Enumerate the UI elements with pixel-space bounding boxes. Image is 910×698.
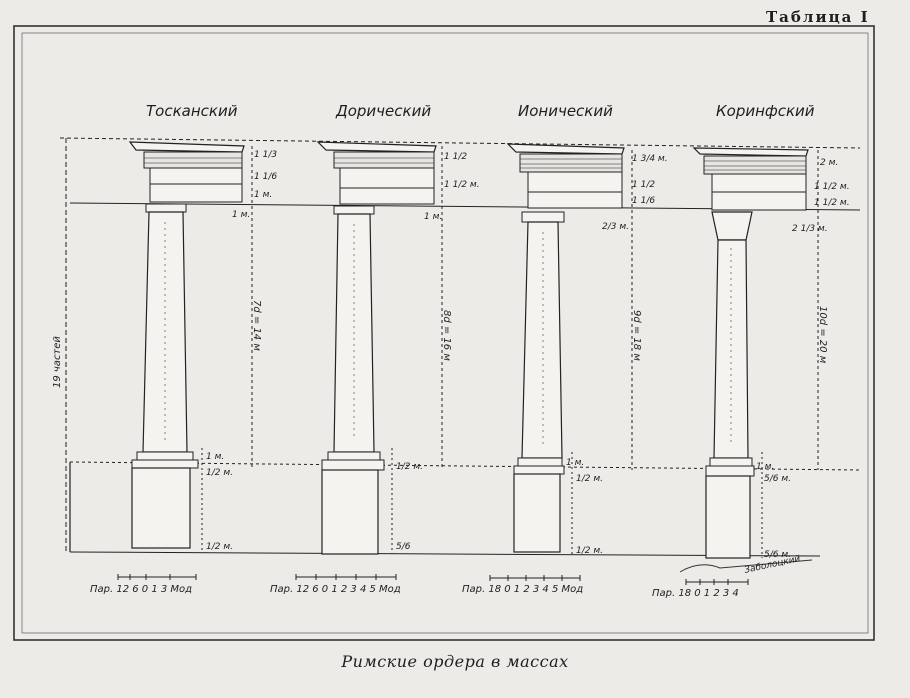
dim-label: 5/6 м. <box>764 474 791 484</box>
scale-label-corinthian: Пар. 18 0 1 2 3 4 <box>652 588 739 599</box>
dim-label: 1 1/3 <box>254 150 278 160</box>
scale-label-doric: Пар. 12 6 0 1 2 3 4 5 Мод <box>270 584 401 595</box>
dim-label: 1/2 м. <box>576 474 603 484</box>
dim-label: 2/3 м. <box>602 222 629 232</box>
shaft-height-tuscan: 7d = 14 м <box>251 300 262 351</box>
dim-label: 1 м. <box>424 212 443 222</box>
total-height-label: 19 частей <box>52 336 63 388</box>
inner-frame <box>21 32 869 634</box>
order-title-corinthian: Коринфский <box>716 102 815 120</box>
scale-bars <box>117 574 749 585</box>
shaft-height-doric: 8d = 16 м <box>441 310 452 361</box>
dim-label: 1 1/6 <box>254 172 278 182</box>
order-title-doric: Дорический <box>336 102 432 120</box>
dim-label: 5/6 <box>396 542 411 552</box>
dim-label: 1 1/2 м. <box>814 198 850 208</box>
ionic-column <box>506 143 633 556</box>
dim-label: 1/2 м. <box>206 468 233 478</box>
scale-label-tuscan: Пар. 12 6 0 1 3 Мод <box>90 584 193 595</box>
dim-label: 1 м. <box>206 452 225 462</box>
dim-label: 1 м. <box>566 458 585 468</box>
order-title-tuscan: Тосканский <box>146 102 238 120</box>
dim-label: 1/2 м. <box>576 546 603 556</box>
drawing-caption: Римские ордера в массах <box>341 652 569 671</box>
dim-label: 1 1/6 <box>632 196 656 206</box>
corinthian-column <box>679 147 819 573</box>
dim-label: 1 3/4 м. <box>632 154 668 164</box>
table-label: Таблица I <box>766 8 870 26</box>
dim-label: 1/2 м. <box>206 542 233 552</box>
dim-label: 2 м. <box>820 158 839 168</box>
dim-label: 1 1/2 <box>632 180 656 190</box>
tuscan-column <box>128 141 253 552</box>
doric-column <box>316 141 443 555</box>
dim-label: 1 м. <box>756 462 775 472</box>
dim-label: 1 1/2 м. <box>444 180 480 190</box>
dim-label: 1 м. <box>254 190 273 200</box>
shaft-height-ionic: 9d = 18 м <box>631 310 642 361</box>
order-title-ionic: Ионический <box>518 102 613 120</box>
dim-label: 1/2 м. <box>396 462 423 472</box>
dim-label: 2 1/3 м. <box>792 224 828 234</box>
outer-frame <box>13 25 875 641</box>
dim-label: 1 м. <box>232 210 251 220</box>
dim-label: 1 1/2 м. <box>814 182 850 192</box>
dim-label: 1 1/2 <box>444 152 468 162</box>
dim-label: 5/6 м. <box>764 550 791 560</box>
scale-label-ionic: Пар. 18 0 1 2 3 4 5 Мод <box>462 584 584 595</box>
shaft-height-corinthian: 10d = 20 м <box>817 306 828 364</box>
